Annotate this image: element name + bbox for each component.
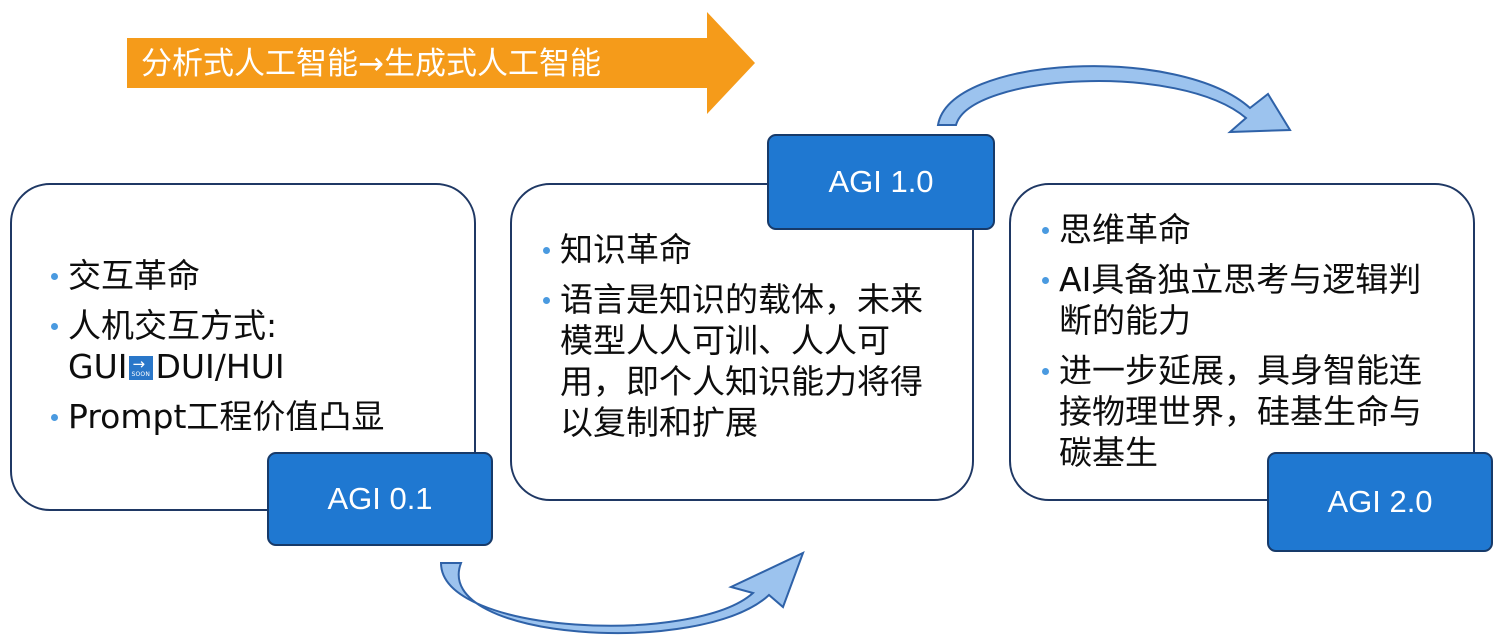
stage-2-bullet-1: 知识革命 xyxy=(540,229,950,270)
stage-card-agi-1-0: 知识革命 语言是知识的载体，未来模型人人可训、人人可用，即个人知识能力将得以复制… xyxy=(510,183,974,501)
banner-arrow: 分析式人工智能→生成式人工智能 xyxy=(127,12,755,114)
stage-3-bullet-list: 思维革命 AI具备独立思考与逻辑判断的能力 进一步延展，具身智能连接物理世界，硅… xyxy=(1039,209,1449,473)
stage-1-bullet-3: Prompt工程价值凸显 xyxy=(48,396,384,437)
banner-arrow-shape xyxy=(127,12,755,114)
stage-1-bullet-2-line1: 人机交互方式: xyxy=(68,306,278,345)
stage-2-bullet-list: 知识革命 语言是知识的载体，未来模型人人可训、人人可用，即个人知识能力将得以复制… xyxy=(540,229,950,443)
curved-arrow-top xyxy=(936,65,1292,134)
badge-agi-2-0: AGI 2.0 xyxy=(1267,452,1493,552)
badge-agi-0-1: AGI 0.1 xyxy=(267,452,493,546)
curved-arrow-bottom xyxy=(439,551,805,635)
badge-agi-1-0: AGI 1.0 xyxy=(767,134,995,230)
arrow-soon-icon: →SOON xyxy=(129,356,154,380)
stage-3-bullet-1: 思维革命 xyxy=(1039,209,1449,250)
gui-label: GUI xyxy=(68,347,128,386)
stage-3-bullet-2: AI具备独立思考与逻辑判断的能力 xyxy=(1039,259,1449,341)
banner-text: 分析式人工智能→生成式人工智能 xyxy=(141,46,601,82)
stage-card-agi-2-0: 思维革命 AI具备独立思考与逻辑判断的能力 进一步延展，具身智能连接物理世界，硅… xyxy=(1009,183,1475,501)
dui-hui-label: DUI/HUI xyxy=(155,347,285,386)
stage-1-bullet-1: 交互革命 xyxy=(48,255,384,296)
stage-2-bullet-2: 语言是知识的载体，未来模型人人可训、人人可用，即个人知识能力将得以复制和扩展 xyxy=(540,279,950,443)
stage-3-bullet-3: 进一步延展，具身智能连接物理世界，硅基生命与碳基生 xyxy=(1039,350,1449,473)
